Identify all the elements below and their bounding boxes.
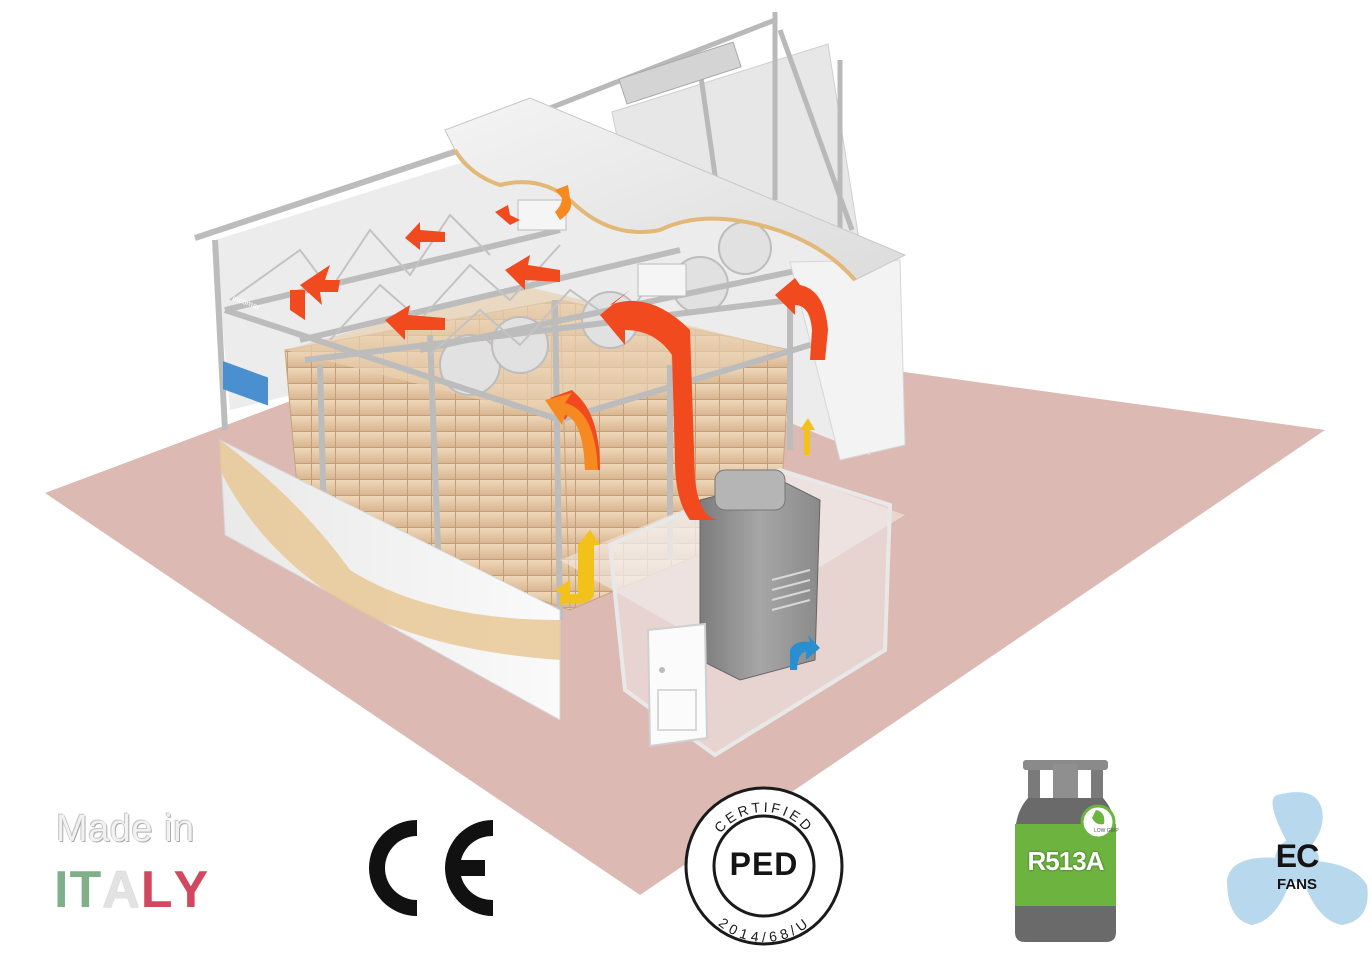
made-in-text: Made in xyxy=(56,808,195,850)
condensing-unit-grille xyxy=(771,569,811,611)
italy-letter-t: T xyxy=(69,861,103,919)
ped-center-text: PED xyxy=(729,846,799,882)
italy-letter-y: Y xyxy=(173,861,210,919)
italy-letter-i: I xyxy=(54,861,70,919)
condensing-unit-top xyxy=(714,469,786,511)
front-left-wall-cut xyxy=(220,440,560,660)
ped-seal-rings: CERTIFIED 2014/68/U xyxy=(684,786,844,946)
ec-fans-badge: EC FANS xyxy=(1222,790,1372,930)
italy-letter-a: A xyxy=(102,861,141,919)
steel-frame xyxy=(194,147,861,621)
italy-letter-l: L xyxy=(140,861,174,919)
front-left-wall xyxy=(219,439,561,721)
ec-text: EC xyxy=(1275,838,1319,874)
refrigerant-bottle-shape: LOW GWP xyxy=(1015,760,1119,942)
refrigerant-bottle: LOW GWP R513A xyxy=(1008,752,1123,947)
door-handle xyxy=(659,667,665,673)
roof-cut-edge xyxy=(453,148,857,282)
fan-icon xyxy=(1227,792,1368,925)
ce-mark-logo: CE xyxy=(369,820,493,916)
made-in-italy-badge: Made in ITALY xyxy=(40,800,240,930)
cold-air-arrows xyxy=(555,418,815,605)
refrigerant-label: R513A xyxy=(1027,846,1105,876)
brand-sign xyxy=(223,361,268,406)
crane-trolley xyxy=(618,41,742,105)
ped-certified-seal: CERTIFIED 2014/68/U PED xyxy=(680,782,848,950)
warm-air-arrows xyxy=(545,185,598,470)
italy-text: ITALY xyxy=(54,860,209,920)
return-air-arrow xyxy=(790,635,820,670)
low-gwp-text: LOW GWP xyxy=(1094,828,1119,834)
fans-text: FANS xyxy=(1276,876,1317,893)
machine-room-door xyxy=(646,622,709,748)
door-panel xyxy=(657,689,697,731)
roof-evaporator-2 xyxy=(637,263,687,297)
